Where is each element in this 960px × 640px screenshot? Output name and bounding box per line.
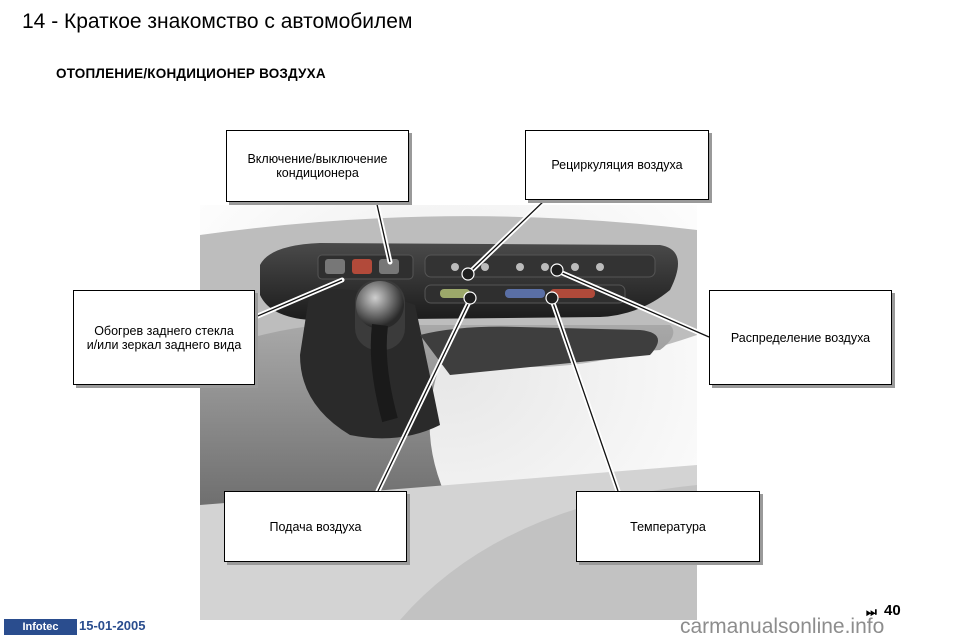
callout-air-distribution: Распределение воздуха: [709, 290, 892, 385]
callout-recirculation: Рециркуляция воздуха: [525, 130, 709, 200]
callout-temperature: Температура: [576, 491, 760, 562]
page-header: 14 - Краткое знакомство с автомобилем: [22, 10, 413, 33]
callout-ac-toggle: Включение/выключение кондиционера: [226, 130, 409, 202]
callout-air-supply: Подача воздуха: [224, 491, 407, 562]
watermark: carmanualsonline.info: [680, 615, 885, 638]
skip-forward-icon: ⏭: [866, 605, 877, 619]
infotec-logo: Infotec: [4, 619, 77, 635]
callout-rear-defrost: Обогрев заднего стекла и/или зеркал задн…: [73, 290, 255, 385]
print-date: 15-01-2005: [79, 618, 146, 633]
page-number: 40: [884, 602, 901, 619]
section-title: ОТОПЛЕНИЕ/КОНДИЦИОНЕР ВОЗДУХА: [56, 66, 326, 81]
